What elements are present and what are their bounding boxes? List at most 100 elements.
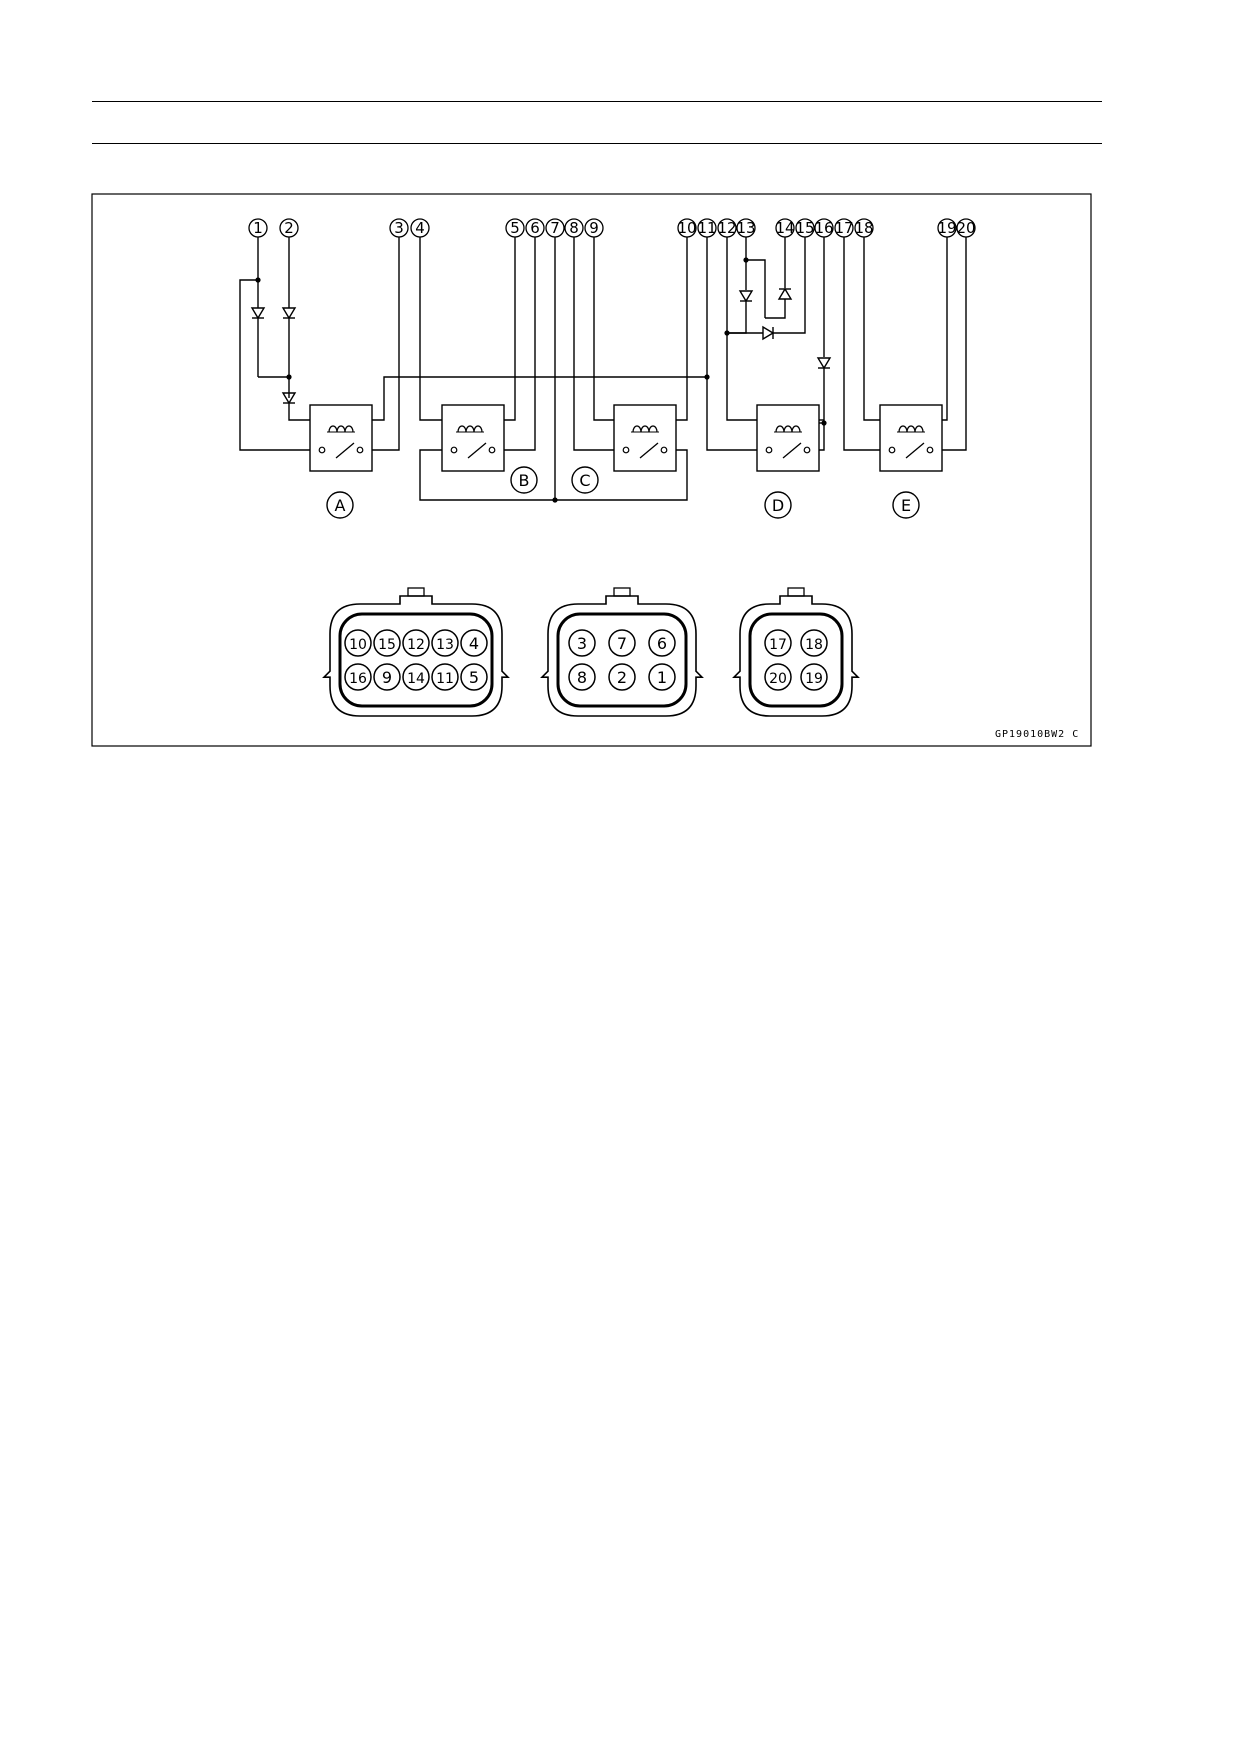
terminal-label: 16: [814, 219, 833, 237]
terminal-12: 12: [717, 218, 737, 238]
terminal-label: 9: [589, 219, 599, 237]
junction-dot: [821, 420, 827, 426]
svg-text:E: E: [901, 496, 911, 515]
terminal-4: 4: [410, 218, 430, 238]
svg-text:9: 9: [382, 668, 392, 687]
terminal-label: 7: [550, 219, 560, 237]
connector-pin-16: 16: [344, 663, 372, 691]
connector-pin-13: 13: [431, 629, 459, 657]
diode-icon: [738, 290, 754, 303]
terminal-label: 14: [775, 219, 794, 237]
connector-pin-5: 5: [460, 663, 488, 691]
relay-switch-icon: [765, 442, 811, 459]
diode-icon: [281, 392, 297, 405]
connector-pin-3: 3: [568, 629, 596, 657]
relay-b: B: [441, 404, 538, 494]
connector-pin-7: 7: [608, 629, 636, 657]
diode-icon: [281, 307, 297, 320]
terminal-label: 8: [569, 219, 579, 237]
diode-icon: [777, 287, 793, 300]
connector-pin-8: 8: [568, 663, 596, 691]
terminal-16: 16: [814, 218, 834, 238]
connector-10-pin: 10 15 12 13 4 16 9 14 11 5: [322, 587, 510, 717]
terminal-label: 12: [717, 219, 736, 237]
terminal-3: 3: [389, 218, 409, 238]
relay-switch-icon: [318, 442, 364, 459]
svg-text:10: 10: [349, 637, 367, 653]
svg-text:D: D: [772, 496, 784, 515]
terminal-5: 5: [505, 218, 525, 238]
svg-text:18: 18: [805, 637, 823, 653]
terminal-8: 8: [564, 218, 584, 238]
connector-pin-20: 20: [764, 663, 792, 691]
connector-pin-4: 4: [460, 629, 488, 657]
relay-a: A: [309, 404, 373, 519]
terminal-label: 13: [736, 219, 755, 237]
svg-text:17: 17: [769, 637, 787, 653]
terminal-label: 18: [854, 219, 873, 237]
relay-switch-icon: [450, 442, 496, 459]
terminal-6: 6: [525, 218, 545, 238]
svg-text:20: 20: [769, 671, 787, 687]
terminal-label: 2: [284, 219, 294, 237]
terminal-15: 15: [795, 218, 815, 238]
figure-frame: [91, 193, 1092, 747]
svg-text:13: 13: [436, 637, 454, 653]
connector-pin-11: 11: [431, 663, 459, 691]
terminal-20: 20: [956, 218, 976, 238]
svg-text:B: B: [519, 471, 530, 490]
svg-text:4: 4: [469, 634, 479, 653]
junction-dot: [255, 277, 261, 283]
relay-switch-icon: [888, 442, 934, 459]
connector-pin-10: 10: [344, 629, 372, 657]
connector-pin-9: 9: [373, 663, 401, 691]
terminal-label: 1: [253, 219, 263, 237]
relays: A B C D E: [309, 404, 943, 519]
svg-text:C: C: [579, 471, 590, 490]
wiring: [239, 237, 967, 503]
svg-text:15: 15: [378, 637, 396, 653]
terminal-label: 10: [677, 219, 696, 237]
svg-text:8: 8: [577, 668, 587, 687]
relay-coil-icon: [327, 425, 355, 433]
svg-text:6: 6: [657, 634, 667, 653]
relay-label-d: D: [764, 491, 792, 519]
terminal-7: 7: [545, 218, 565, 238]
connector-pin-14: 14: [402, 663, 430, 691]
junction-dot: [704, 374, 710, 380]
relay-e: E: [879, 404, 943, 519]
relay-label-e: E: [892, 491, 920, 519]
figure-code: GP19010BW2 C: [995, 729, 1079, 740]
relay-label-c: C: [571, 466, 599, 494]
terminal-9: 9: [584, 218, 604, 238]
terminal-label: 20: [956, 219, 975, 237]
svg-text:2: 2: [617, 668, 627, 687]
terminal-label: 11: [697, 219, 716, 237]
relay-coil-icon: [456, 425, 484, 433]
header-rule-bottom: [92, 143, 1102, 144]
svg-text:7: 7: [617, 634, 627, 653]
terminal-11: 11: [697, 218, 717, 238]
terminal-13: 13: [736, 218, 756, 238]
terminal-label: 4: [415, 219, 425, 237]
connector-pin-6: 6: [648, 629, 676, 657]
connector-pin-18: 18: [800, 629, 828, 657]
svg-text:5: 5: [469, 668, 479, 687]
relay-label-a: A: [326, 491, 354, 519]
svg-text:11: 11: [436, 671, 454, 687]
diode-icon: [816, 357, 832, 370]
terminal-1: 1: [248, 218, 268, 238]
terminal-label: 6: [530, 219, 540, 237]
terminal-10: 10: [677, 218, 697, 238]
connector-pin-15: 15: [373, 629, 401, 657]
svg-text:3: 3: [577, 634, 587, 653]
connector-pin-2: 2: [608, 663, 636, 691]
terminal-14: 14: [775, 218, 795, 238]
diode-icon: [762, 325, 775, 341]
svg-text:16: 16: [349, 671, 367, 687]
relay-coil-icon: [897, 425, 925, 433]
svg-text:12: 12: [407, 637, 425, 653]
